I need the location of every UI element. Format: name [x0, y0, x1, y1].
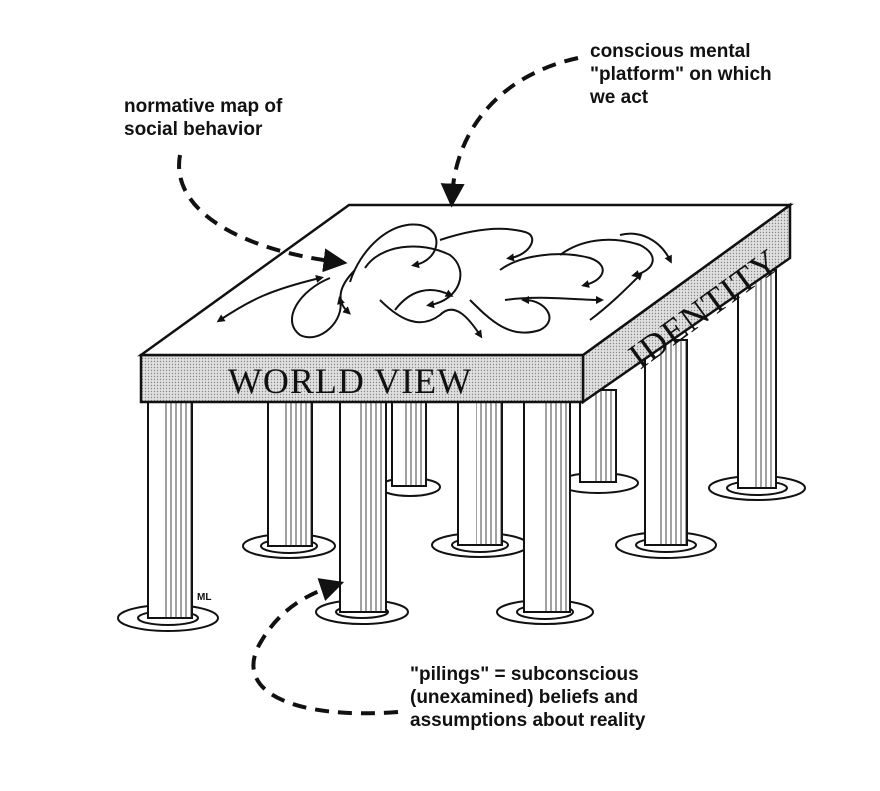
piling: [557, 389, 639, 494]
artist-initials: ML: [197, 592, 212, 603]
piling: [379, 399, 441, 497]
pilings-pointer-arrow: [251, 578, 399, 716]
label-line: "pilings" = subconscious: [410, 664, 639, 685]
piling: [117, 399, 219, 632]
piling: [431, 399, 529, 558]
label-line: assumptions about reality: [410, 710, 646, 731]
label-line: normative map of: [124, 96, 283, 117]
pilings-group: [117, 269, 806, 632]
label-line: conscious mental: [590, 41, 751, 62]
normative-map-label: normative map of social behavior: [124, 95, 282, 141]
platform-pointer-arrow: [440, 56, 579, 208]
piling: [242, 399, 336, 559]
pilings-label: "pilings" = subconscious (unexamined) be…: [410, 663, 645, 732]
piling: [708, 269, 806, 501]
piling: [496, 399, 594, 625]
normative-map-paths: [216, 223, 672, 339]
label-line: (unexamined) beliefs and: [410, 687, 639, 708]
label-line: social behavior: [124, 119, 263, 140]
worldview-text: WORLD VIEW: [228, 361, 472, 401]
platform-label: conscious mental "platform" on which we …: [590, 40, 772, 109]
piling: [615, 339, 717, 559]
label-line: "platform" on which: [590, 64, 772, 85]
label-line: we act: [590, 87, 649, 108]
pointer-arrows: [177, 56, 579, 716]
piling: [315, 399, 409, 625]
